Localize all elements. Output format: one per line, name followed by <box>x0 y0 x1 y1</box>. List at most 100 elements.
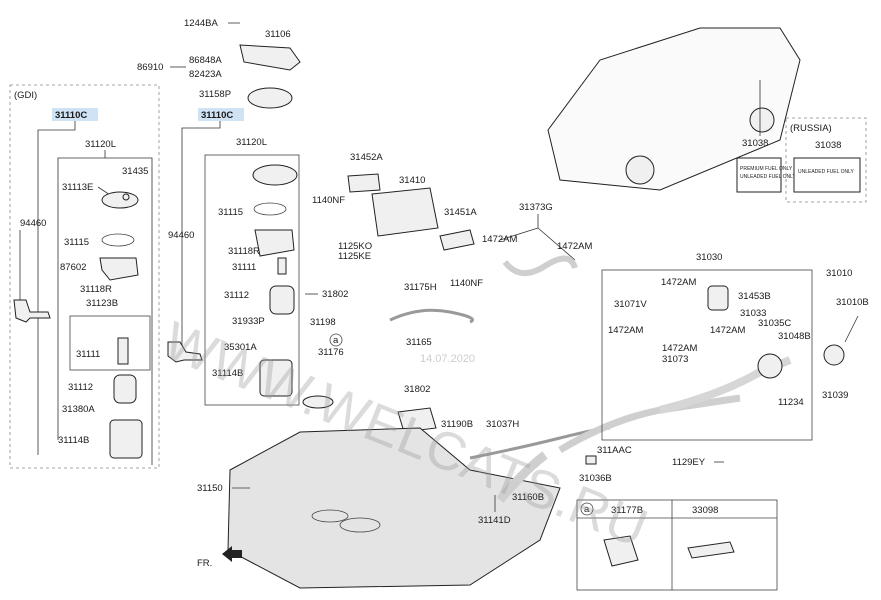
part-31933p[interactable]: 31933P <box>232 316 265 327</box>
pad-33098 <box>687 541 735 559</box>
part-1472am-b[interactable]: 1472AM <box>557 241 592 252</box>
part-31114b-left[interactable]: 31114B <box>58 435 89 446</box>
part-31141d[interactable]: 31141D <box>478 515 511 526</box>
part-31123b[interactable]: 31123B <box>86 298 118 309</box>
part-31038-b[interactable]: 31038 <box>815 140 841 151</box>
part-31118r-mid[interactable]: 31118R <box>228 246 260 257</box>
fuel-label-line2-b: UNLEADED FUEL ONLY <box>798 169 855 175</box>
part-11234[interactable]: 11234 <box>778 397 804 408</box>
part-31120l-left[interactable]: 31120L <box>85 139 116 150</box>
part-1472am-a[interactable]: 1472AM <box>482 234 517 245</box>
part-31198[interactable]: 31198 <box>310 317 336 328</box>
part-35301a[interactable]: 35301A <box>224 342 257 353</box>
leader-31120l-left <box>57 150 106 440</box>
part-31038-a[interactable]: 31038 <box>742 138 768 149</box>
part-31177b[interactable]: 31177B <box>611 505 643 516</box>
clip-31177b <box>603 535 639 567</box>
part-31033[interactable]: 31033 <box>740 308 766 319</box>
part-31111-left[interactable]: 31111 <box>76 349 100 360</box>
callout-a-letter: a <box>333 335 339 346</box>
part-94460-mid[interactable]: 94460 <box>168 230 194 241</box>
part-31110c-mid[interactable]: 31110C <box>201 110 233 121</box>
part-31112-mid[interactable]: 31112 <box>224 290 249 301</box>
part-31039[interactable]: 31039 <box>822 390 848 401</box>
leader-31373g-right <box>537 227 576 261</box>
fuel-label-31038-b <box>793 157 861 193</box>
highlight-31110c-mid <box>198 108 244 121</box>
part-31380a[interactable]: 31380A <box>62 404 95 415</box>
subbox-31123b <box>69 315 151 371</box>
part-31120l-mid[interactable]: 31120L <box>236 137 267 148</box>
part-31175h[interactable]: 31175H <box>404 282 437 293</box>
part-31118r-left[interactable]: 31118R <box>80 284 112 295</box>
pump-flange-left <box>101 191 139 209</box>
filter-31112-left <box>113 374 137 404</box>
part-86848a[interactable]: 86848A <box>189 55 222 66</box>
part-31802-a[interactable]: 31802 <box>322 289 348 300</box>
russia-label: (RUSSIA) <box>790 123 832 134</box>
part-31176[interactable]: 31176 <box>318 347 344 358</box>
part-31410[interactable]: 31410 <box>399 175 425 186</box>
part-31150[interactable]: 31150 <box>197 483 223 494</box>
part-31106[interactable]: 31106 <box>265 29 291 40</box>
detail-a-circle <box>580 502 594 516</box>
part-31037h[interactable]: 31037H <box>486 419 519 430</box>
part-1125ke[interactable]: 1125KE <box>338 251 371 262</box>
tank-port-a <box>311 509 349 523</box>
part-31453b[interactable]: 31453B <box>738 291 771 302</box>
part-1472am-e[interactable]: 1472AM <box>710 325 745 336</box>
part-31010b[interactable]: 31010B <box>836 297 869 308</box>
part-31073[interactable]: 31073 <box>662 354 688 365</box>
part-31802-b[interactable]: 31802 <box>404 384 430 395</box>
valve-31190b <box>397 407 437 433</box>
part-31115-left[interactable]: 31115 <box>64 237 89 248</box>
part-31451a[interactable]: 31451A <box>444 207 477 218</box>
part-31160b[interactable]: 31160B <box>512 492 544 503</box>
pump-flange-mid <box>252 164 298 186</box>
part-31452a[interactable]: 31452A <box>350 152 383 163</box>
part-31114b-mid[interactable]: 31114B <box>212 368 243 379</box>
part-31036b[interactable]: 31036B <box>579 473 612 484</box>
car-wheel-front <box>625 155 655 185</box>
part-31165[interactable]: 31165 <box>406 337 432 348</box>
part-31111-mid[interactable]: 31111 <box>232 262 256 273</box>
part-1472am-c[interactable]: 1472AM <box>661 277 696 288</box>
part-31435[interactable]: 31435 <box>122 166 148 177</box>
part-1244ba[interactable]: 1244BA <box>184 18 218 29</box>
part-33098[interactable]: 33098 <box>692 505 718 516</box>
part-1472am-f[interactable]: 1472AM <box>662 343 697 354</box>
part-31110c-left[interactable]: 31110C <box>55 110 87 121</box>
russia-group-box <box>785 117 867 203</box>
part-86910[interactable]: 86910 <box>137 62 163 73</box>
pump-body-mid <box>254 229 295 257</box>
fuel-label-31038-a <box>736 157 782 193</box>
part-1472am-d[interactable]: 1472AM <box>608 325 643 336</box>
part-31373g[interactable]: 31373G <box>519 202 553 213</box>
part-31113e[interactable]: 31113E <box>62 182 93 193</box>
part-31010[interactable]: 31010 <box>826 268 852 279</box>
part-82423a[interactable]: 82423A <box>189 69 222 80</box>
wiring-harness-mid <box>167 341 203 363</box>
part-1129ey[interactable]: 1129EY <box>672 457 706 468</box>
filter-31112-mid <box>269 285 295 315</box>
part-31115-mid[interactable]: 31115 <box>218 207 243 218</box>
part-31071v[interactable]: 31071V <box>614 299 647 310</box>
part-31190b[interactable]: 31190B <box>441 419 473 430</box>
bracket-31451a <box>439 229 475 251</box>
part-87602[interactable]: 87602 <box>60 262 86 273</box>
leader-31110c-mid <box>181 121 221 345</box>
part-1140nf-a[interactable]: 1140NF <box>312 195 345 206</box>
part-94460-left[interactable]: 94460 <box>20 218 46 229</box>
part-31112-left[interactable]: 31112 <box>68 382 93 393</box>
part-31035c[interactable]: 31035C <box>758 318 791 329</box>
part-31048b[interactable]: 31048B <box>778 331 811 342</box>
subbox-31120l-mid <box>204 154 300 406</box>
part-31158p[interactable]: 31158P <box>199 89 231 100</box>
part-1125ko[interactable]: 1125KO <box>338 241 372 252</box>
part-311aac[interactable]: 311AAC <box>597 445 632 456</box>
fuel-label-line1-a: PREMIUM FUEL ONLY <box>740 166 793 172</box>
part-1140nf-b[interactable]: 1140NF <box>450 278 483 289</box>
highlight-31110c-left <box>52 108 98 121</box>
part-31030[interactable]: 31030 <box>696 252 722 263</box>
